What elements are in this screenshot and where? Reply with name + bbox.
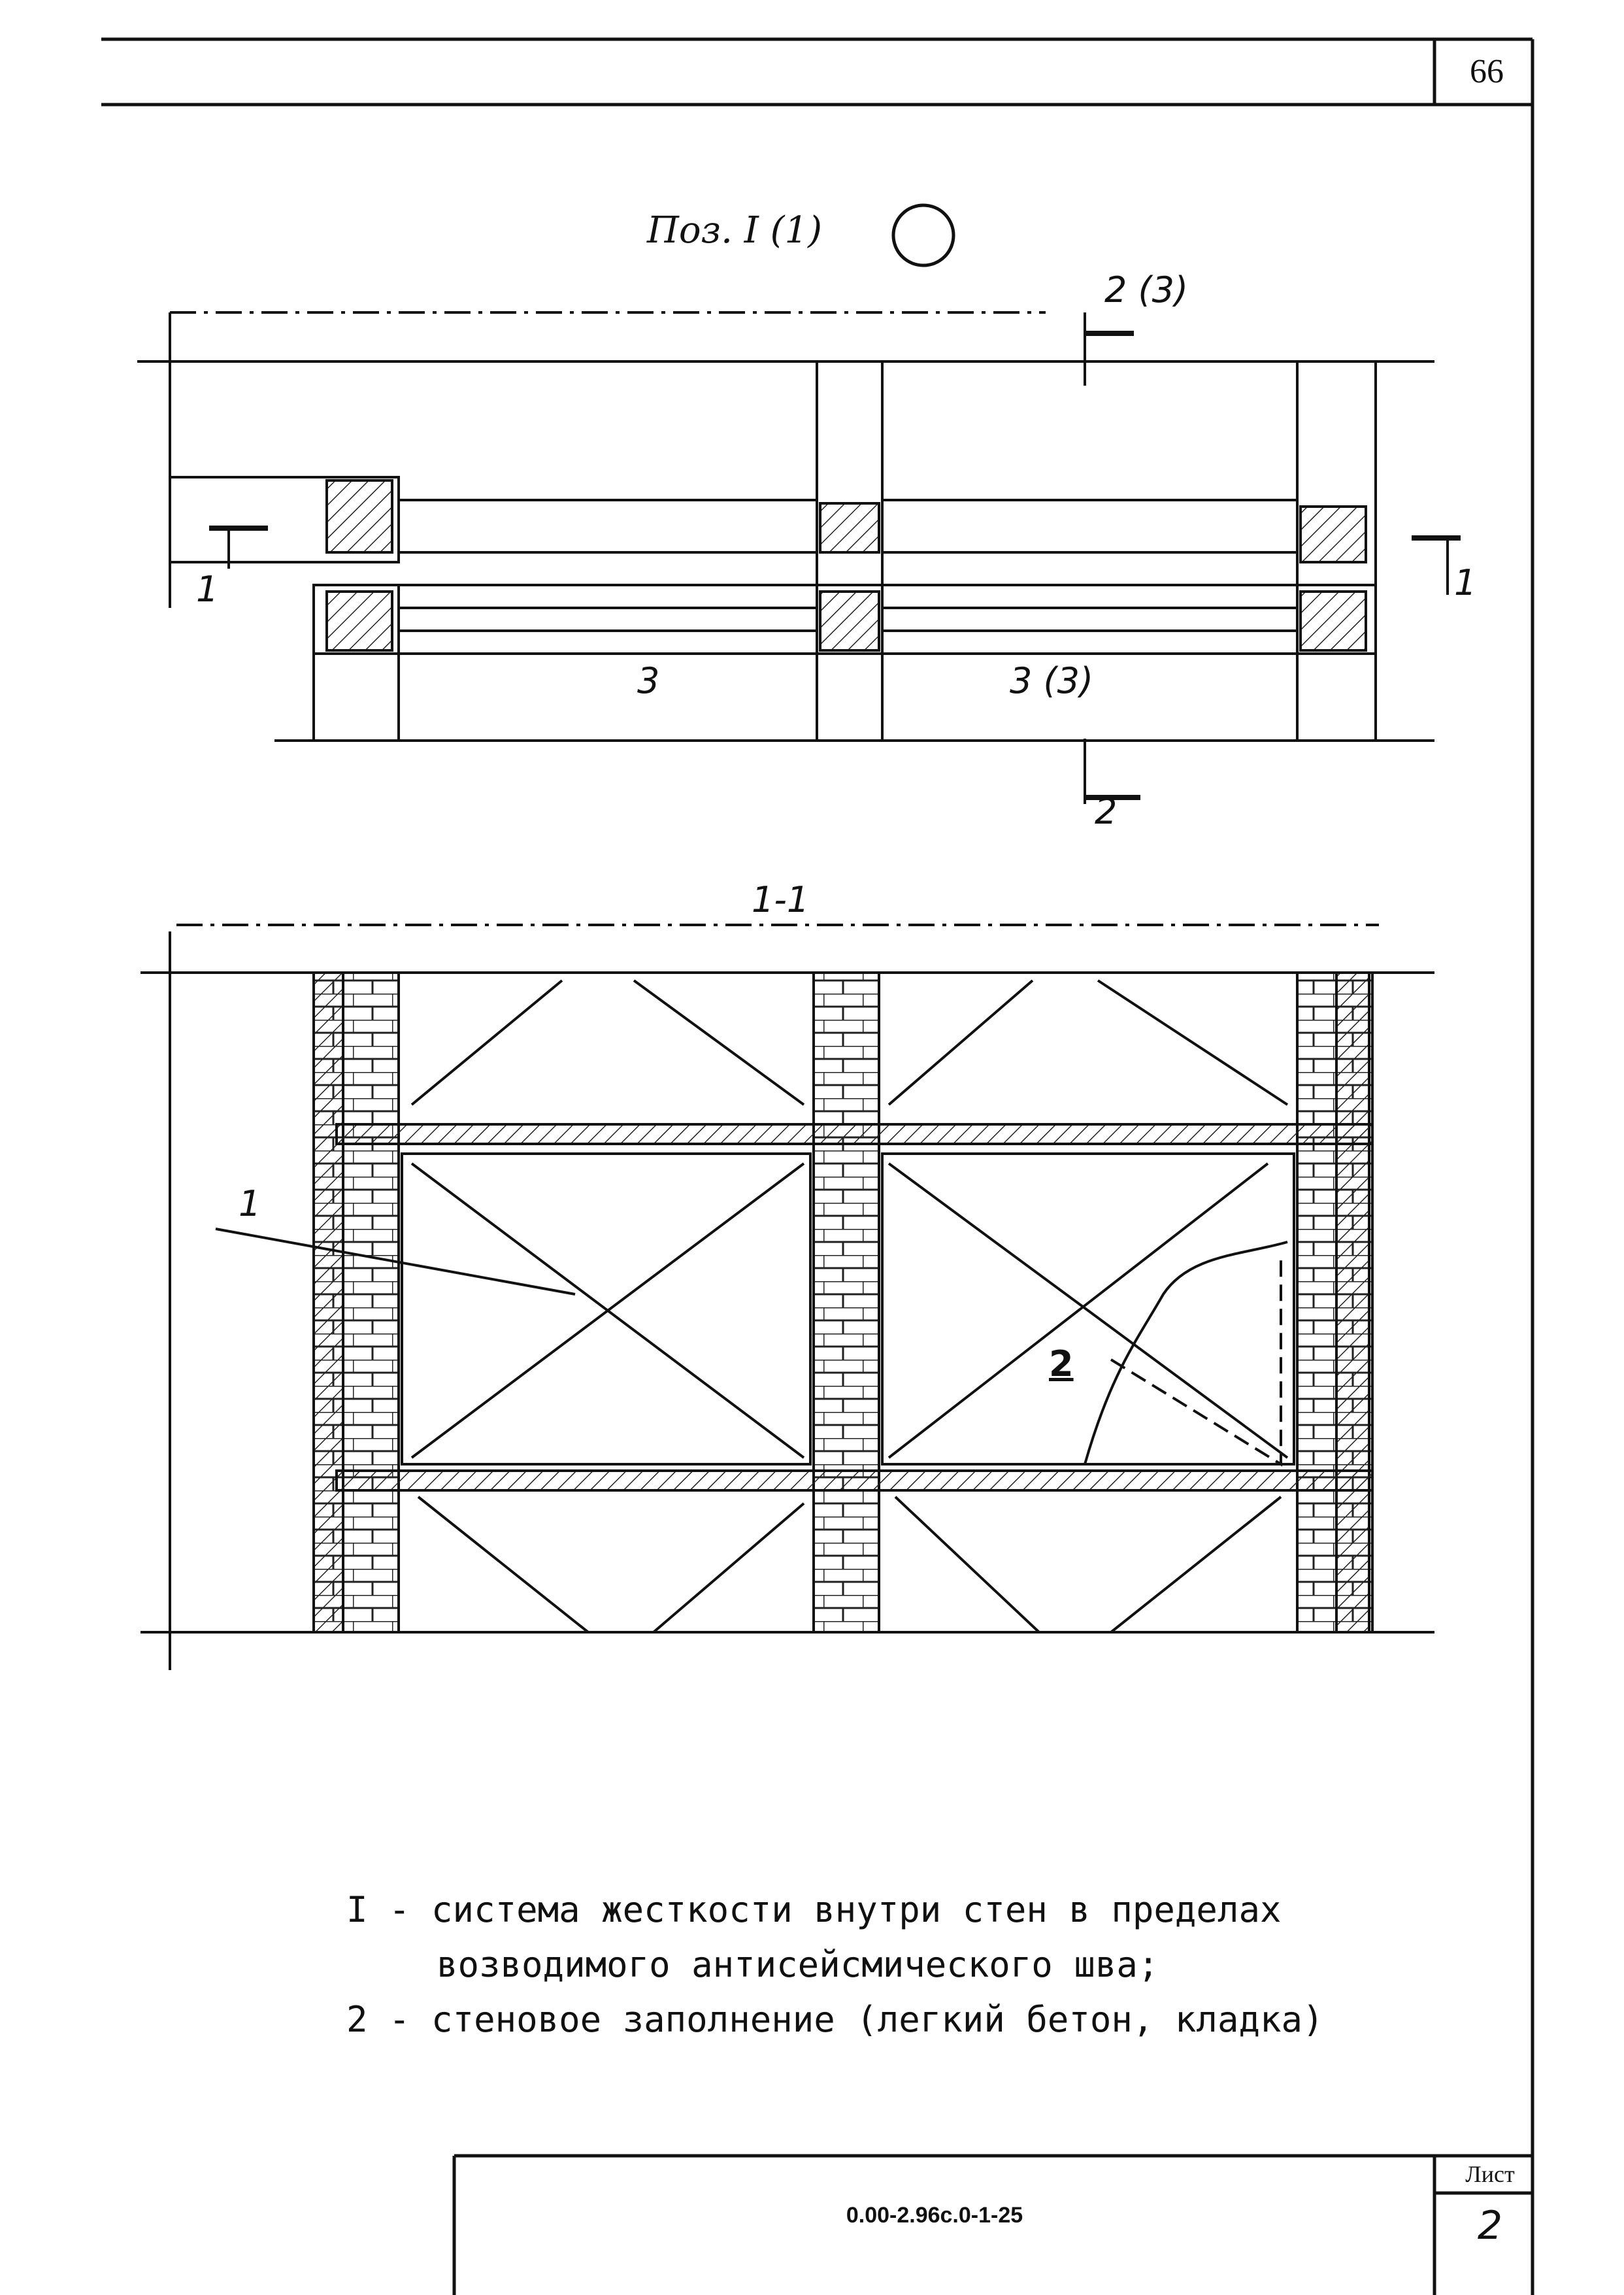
section-title: 1-1: [752, 879, 810, 920]
legend-item-2: 2 - стеновое заполнение (легкий бетон, к…: [346, 1999, 1324, 2040]
item-label-3: 3: [637, 660, 660, 701]
legend-item-1: I - система жесткости внутри стен в пред…: [346, 1889, 1282, 1930]
legend-item-1-cont: возводимого антисейсмического шва;: [437, 1944, 1159, 1985]
section-item-2: 2: [1049, 1343, 1074, 1384]
cut-label-left: 1: [196, 569, 219, 610]
item-label-3-3: 3 (3): [1010, 660, 1094, 701]
sheet-frame: [101, 37, 1534, 2295]
plan-view: [137, 311, 1461, 804]
sheet-number: 2: [1477, 2203, 1503, 2249]
legend: I - система жесткости внутри стен в пред…: [346, 1883, 1457, 2047]
title-circle: [891, 203, 955, 267]
section-item-1: 1: [239, 1183, 261, 1224]
page-number: 66: [1470, 53, 1504, 90]
sheet-label: Лист: [1465, 2161, 1515, 2187]
position-title: Поз. I (1): [647, 209, 822, 252]
cut-label-top: 2 (3): [1104, 269, 1189, 310]
drawing-code: 0.00-2.96с.0-1-25: [846, 2203, 1023, 2228]
section-view: [141, 924, 1434, 1670]
cut-label-right: 1: [1454, 562, 1477, 603]
plan-columns: [325, 479, 1367, 652]
cut-label-bottom: 2: [1095, 791, 1118, 832]
